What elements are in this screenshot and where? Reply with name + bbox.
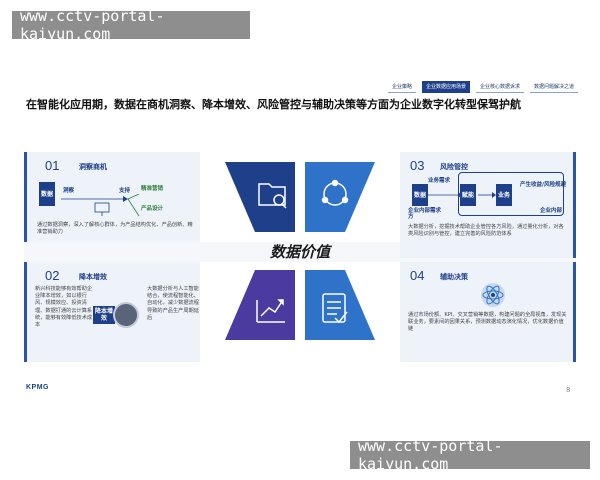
internal-label: 企业内部 <box>540 208 563 214</box>
internal-demand-label: 企业内部需求方 <box>408 208 442 220</box>
efficiency-badge-icon <box>113 302 139 328</box>
arrow-efficiency-shape <box>225 270 295 340</box>
panel-description-left: 新兴科技能够有效帮助企业降本增效，如以银行风、规模效应、投资清理、数据打通的云计… <box>35 286 93 329</box>
enable-box: 赋能 <box>460 184 476 206</box>
growth-chart-icon <box>256 299 285 323</box>
data-value-graphic <box>225 162 375 340</box>
page-number: 8 <box>566 386 571 394</box>
panel-number: 01 <box>45 158 60 173</box>
arrow-insight-shape <box>225 162 295 232</box>
panel-title: 辅助决策 <box>440 273 468 281</box>
support-label: 支持 <box>119 188 131 194</box>
data-box: 数据 <box>39 182 55 206</box>
precise-marketing-label: 精准营销 <box>141 186 164 192</box>
panel-description: 大数据分析，挖掘技术帮助企业管控各方风险，通过量化分析，对各类风险识别与管控，建… <box>408 224 564 238</box>
panel-decision: 04 辅助决策 通过市场份额、KPI、交叉营销等数据，构建问题的全局视角，发现关… <box>400 262 576 362</box>
data-value-title: 数据价值 <box>269 243 330 261</box>
watermark-top: www.cctv-portal-kaiyun.com <box>12 7 250 43</box>
section-nav: 企业策略 企业数据应用场景 企业核心数据诉求 数据问题解决之道 <box>387 81 578 93</box>
cost-label-box: 降本增效 <box>93 306 115 324</box>
insight-label: 洞察 <box>63 188 75 194</box>
panel-description: 通过市场份额、KPI、交叉营销等数据，构建问题的全局视角，发现关联业务，要素间的… <box>408 312 567 333</box>
nav-tab-scenarios[interactable]: 企业数据应用场景 <box>421 81 470 93</box>
folder-search-icon <box>258 183 287 209</box>
slide-headline: 在智能化应用期，数据在商机洞察、降本增效、风险管控与辅助决策等方面为企业数字化转… <box>26 98 521 111</box>
benefit-label: 产生收益/风险规避 <box>520 182 567 188</box>
panel-title: 洞察商机 <box>79 163 107 171</box>
panel-number: 04 <box>410 268 425 283</box>
nav-tab-strategy[interactable]: 企业策略 <box>387 81 416 93</box>
panel-description-right: 大数据分析与人工智能结合，使流程智能化、自动化，减少数据流程导致的产品生产周期延… <box>147 286 199 321</box>
panel-risk: 03 风险管控 业务需求 数据 赋能 业务 产生收益/风险规避 企业内部 企业内… <box>400 152 576 258</box>
risk-flow-arrows-icon <box>428 192 496 198</box>
kpmg-logo: KPMG <box>26 384 49 391</box>
panel-efficiency: 02 降本增效 新兴科技能够有效帮助企业降本增效，如以银行风、规模效应、投资清理… <box>24 262 200 362</box>
panel-insight: 01 洞察商机 数据 洞察 支持 精准营销 产品设计 通过数据洞察，深入了解核心… <box>24 152 200 242</box>
arrow-risk-shape <box>305 162 375 232</box>
panel-description: 通过数据洞察，深入了解核心群体，为产品结构优化、产品创新、精准营销助力 <box>37 222 193 236</box>
insight-flow-icon <box>61 194 140 217</box>
business-box: 业务 <box>496 184 512 206</box>
checklist-icon <box>322 293 348 324</box>
panel-number: 03 <box>410 158 425 173</box>
nav-tab-solutions[interactable]: 数据问题解决之道 <box>529 81 578 93</box>
watermark-bottom: www.cctv-portal-kaiyun.com <box>350 437 590 473</box>
panel-number: 02 <box>45 268 60 283</box>
cycle-icon <box>321 179 349 206</box>
arrow-decision-shape <box>305 270 375 340</box>
atom-icon <box>481 283 505 307</box>
nav-tab-demands[interactable]: 企业核心数据诉求 <box>475 81 524 93</box>
business-need-label: 业务需求 <box>428 178 451 184</box>
panel-title: 降本增效 <box>79 273 107 281</box>
product-design-label: 产品设计 <box>141 206 164 212</box>
panel-title: 风险管控 <box>440 163 468 171</box>
risk-data-box: 数据 <box>412 184 428 206</box>
